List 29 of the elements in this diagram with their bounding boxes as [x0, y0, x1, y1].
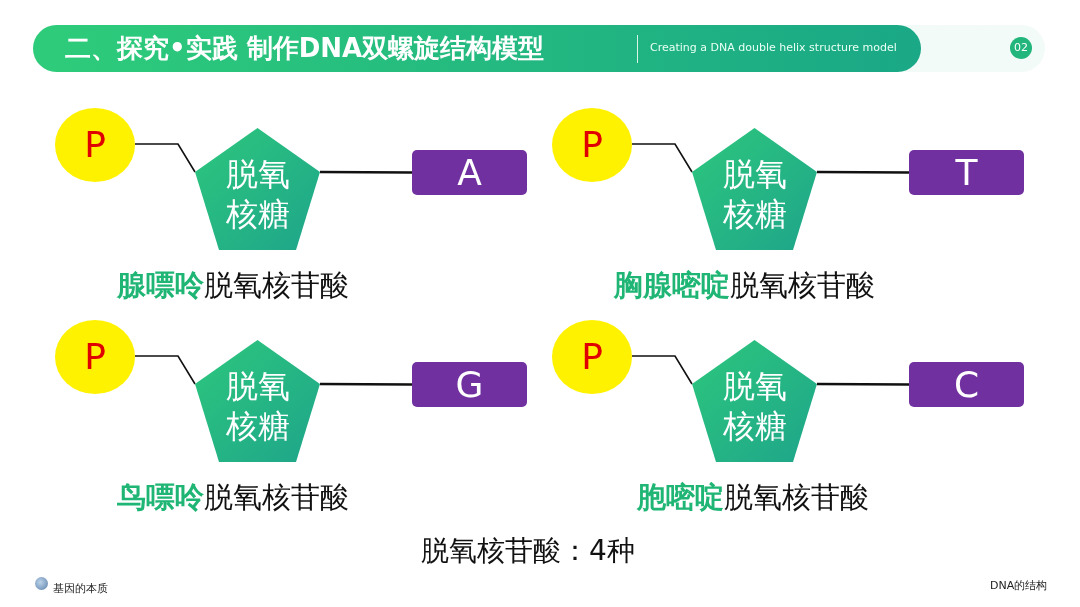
- connector-line: [320, 382, 412, 386]
- deoxyribose-pentagon: 脱氧核糖: [195, 340, 320, 462]
- phosphate-circle: P: [55, 320, 135, 394]
- connector-line: [134, 143, 196, 173]
- phosphate-circle: P: [552, 320, 632, 394]
- phosphate-circle: P: [55, 108, 135, 182]
- caption-text: 胸腺嘧啶脱氧核苷酸: [614, 267, 875, 304]
- footer-text: DNA的结构: [990, 578, 1048, 593]
- subtitle: Creating a DNA double helix structure model: [650, 40, 897, 56]
- connector-line: [631, 143, 693, 173]
- footer-text: 基因的本质: [53, 581, 108, 596]
- caption-text: 胞嘧啶脱氧核苷酸: [637, 479, 869, 516]
- base-box: C: [909, 362, 1024, 407]
- deoxyribose-pentagon: 脱氧核糖: [692, 128, 817, 250]
- base-box: T: [909, 150, 1024, 195]
- deoxyribose-pentagon: 脱氧核糖: [692, 340, 817, 462]
- caption-text: 腺嘌呤脱氧核苷酸: [117, 267, 349, 304]
- caption-text: 鸟嘌呤脱氧核苷酸: [117, 479, 349, 516]
- connector-line: [817, 170, 909, 174]
- phosphate-circle: P: [552, 108, 632, 182]
- summary-text: 脱氧核苷酸：4种: [421, 533, 635, 569]
- deoxyribose-pentagon: 脱氧核糖: [195, 128, 320, 250]
- title: 二、探究•实践 制作DNA双螺旋结构模型: [65, 32, 545, 65]
- connector-line: [134, 355, 196, 385]
- base-box: A: [412, 150, 527, 195]
- connector-line: [817, 382, 909, 386]
- connector-line: [320, 170, 412, 174]
- base-box: G: [412, 362, 527, 407]
- connector-line: [631, 355, 693, 385]
